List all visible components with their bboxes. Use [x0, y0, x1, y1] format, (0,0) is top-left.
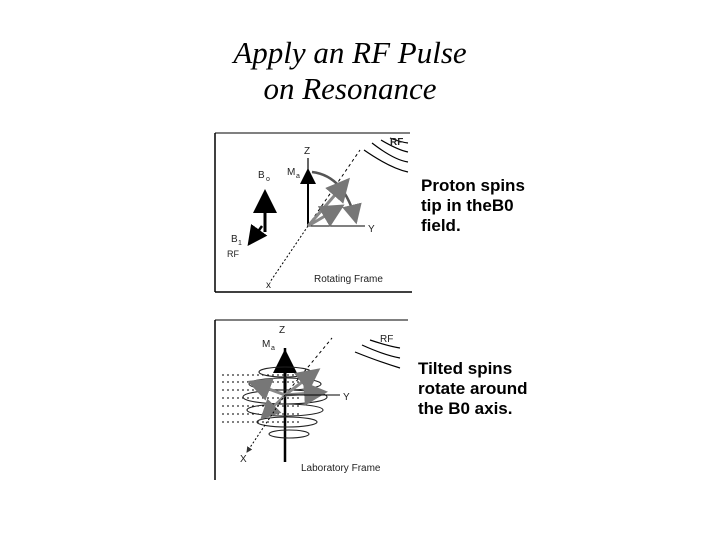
b0-subscript: o — [266, 176, 270, 183]
caption-line: field. — [421, 216, 461, 235]
b1-rf-label: RF — [227, 249, 239, 259]
rotating-frame-diagram: RF Z x Y M a B o B 1 RF Rotating Frame — [214, 132, 412, 293]
rf-direction-line — [284, 337, 333, 396]
tipped-vector-1 — [306, 177, 350, 227]
y-axis-label: Y — [343, 392, 350, 403]
x-axis-label: x — [266, 280, 271, 291]
rf-label: RF — [380, 334, 393, 345]
rotating-frame-caption: Proton spins tip in theB0 field. — [421, 176, 525, 236]
m-subscript: a — [271, 345, 275, 352]
tilted-vector-4 — [260, 394, 286, 420]
b0-label: B — [258, 170, 265, 181]
x-axis — [269, 225, 309, 283]
z-axis-label: Z — [279, 325, 285, 336]
x-axis — [246, 394, 286, 453]
caption-line: the B0 axis. — [418, 399, 513, 418]
z-axis-label: Z — [304, 146, 310, 157]
caption-line: Proton spins — [421, 176, 525, 195]
tilted-vector-1 — [284, 368, 321, 397]
b1-arrow — [247, 223, 268, 247]
tilted-vector-2 — [247, 378, 286, 401]
m-label: M — [262, 339, 270, 350]
m-subscript: a — [296, 173, 300, 180]
caption-line: Tilted spins — [418, 359, 513, 378]
rf-label: RF — [390, 137, 403, 148]
x-axis-label: X — [240, 454, 247, 465]
slide-title-line-1: Apply an RF Pulse — [233, 35, 467, 70]
rf-wave-arcs — [354, 339, 401, 369]
caption-line: tip in theB0 — [421, 196, 514, 215]
laboratory-frame-diagram: RF Z M a — [214, 319, 408, 480]
caption-line: rotate around — [418, 379, 528, 398]
tipped-vector-2 — [307, 204, 345, 228]
b1-label: B — [231, 234, 238, 245]
laboratory-frame-caption: Tilted spins rotate around the B0 axis. — [418, 359, 528, 419]
m-label: M — [287, 167, 295, 178]
y-axis-label: Y — [368, 224, 375, 235]
rf-wave-arcs — [363, 137, 409, 173]
b1-subscript: 1 — [238, 240, 242, 247]
rf-direction-line — [307, 149, 361, 227]
rotating-frame-label: Rotating Frame — [314, 274, 383, 285]
laboratory-frame-label: Laboratory Frame — [301, 463, 381, 474]
slide-title-line-2: on Resonance — [263, 71, 437, 106]
